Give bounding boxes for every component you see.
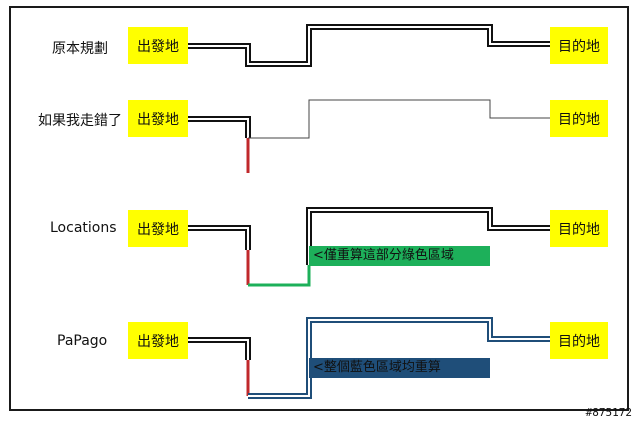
origin-box: 出發地 — [128, 27, 188, 64]
green-recalc-note: <僅重算這部分綠色區域 — [309, 246, 490, 266]
destination-box: 目的地 — [550, 210, 608, 247]
route-locations — [188, 207, 550, 287]
origin-box: 出發地 — [128, 322, 188, 359]
route-original-plan — [188, 24, 550, 67]
row-label-original-plan: 原本規劃 — [52, 41, 108, 57]
row-label-wrong-turn: 如果我走錯了 — [38, 113, 122, 129]
watermark: #875172 — [585, 406, 632, 419]
destination-box: 目的地 — [550, 27, 608, 64]
route-wrong-turn — [188, 99, 550, 173]
row-label-papago: PaPago — [57, 333, 108, 349]
destination-box: 目的地 — [550, 322, 608, 359]
origin-box: 出發地 — [128, 100, 188, 137]
diagram-frame — [9, 6, 629, 411]
route-papago — [188, 317, 550, 399]
origin-box: 出發地 — [128, 210, 188, 247]
blue-recalc-note: <整個藍色區域均重算 — [309, 358, 490, 378]
row-label-locations: Locations — [50, 220, 117, 236]
destination-box: 目的地 — [550, 100, 608, 137]
